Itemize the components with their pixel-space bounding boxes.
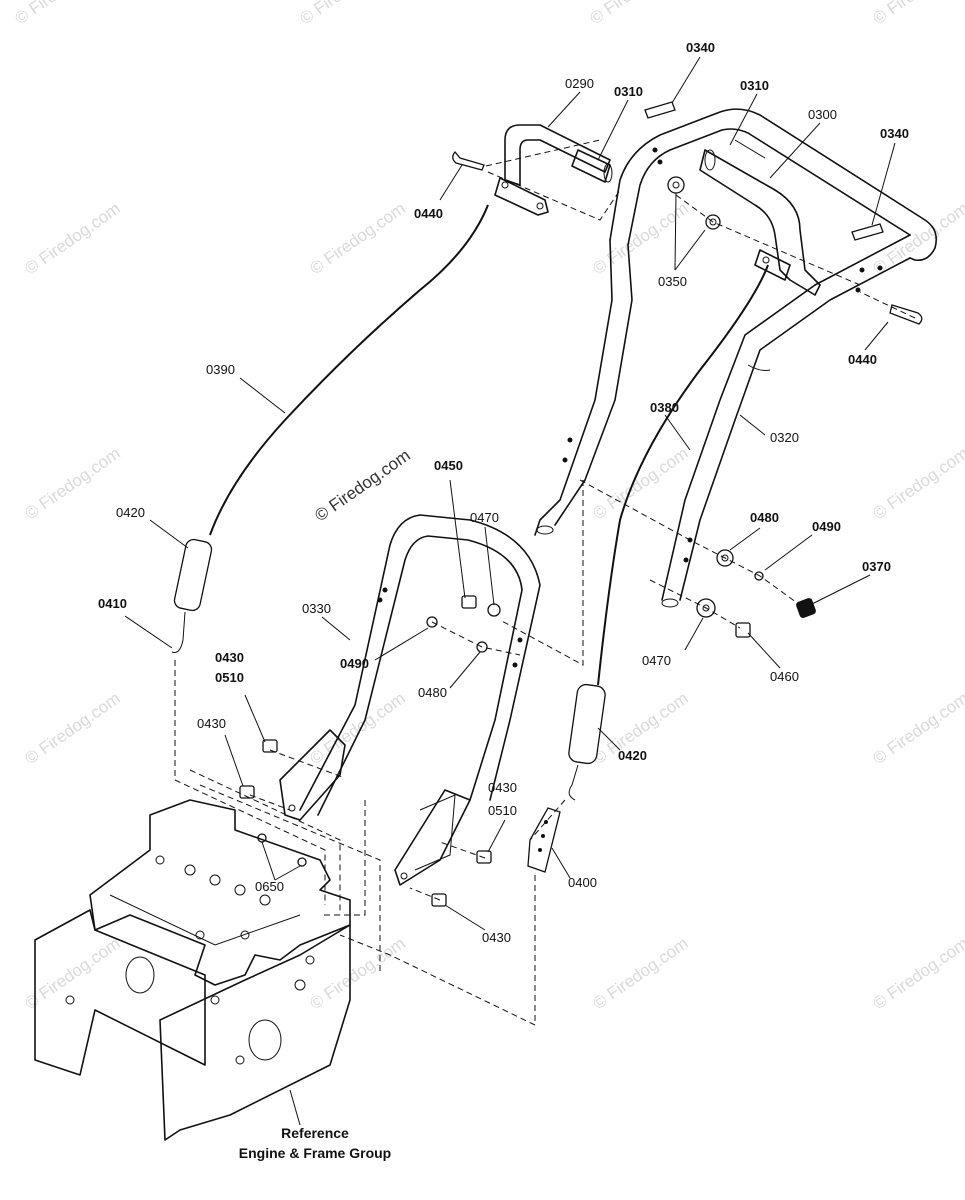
watermark-text: © Firedog.com <box>589 934 691 1014</box>
watermark-text: © Firedog.com <box>306 934 408 1014</box>
callout-0470-top: 0470 <box>470 510 499 525</box>
callout-0440-left: 0440 <box>414 206 443 221</box>
callout-0480-right: 0480 <box>750 510 779 525</box>
callout-labels: 0340 0290 0310 0310 0300 0340 0440 0350 … <box>98 40 909 945</box>
callout-0490-left: 0490 <box>340 656 369 671</box>
watermark-text: © Firedog.com <box>589 444 691 524</box>
decal-0340-left <box>644 101 676 119</box>
callout-0650: 0650 <box>255 879 284 894</box>
bracket-0400 <box>527 807 561 873</box>
hardware-group <box>239 549 816 907</box>
control-cable-0390 <box>171 204 489 653</box>
callout-0390: 0390 <box>206 362 235 377</box>
watermark-text: © Firedog.com <box>21 689 123 769</box>
callout-0400: 0400 <box>568 875 597 890</box>
callout-0340-top: 0340 <box>686 40 715 55</box>
center-watermark-text: © Firedog.com <box>311 446 413 526</box>
callout-0350: 0350 <box>658 274 687 289</box>
upper-handle-0290 <box>494 124 613 216</box>
callout-0420-lower: 0420 <box>618 748 647 763</box>
lower-handle-0330 <box>279 514 541 886</box>
callout-0510-center: 0510 <box>488 803 517 818</box>
assembly-lines <box>174 139 916 1026</box>
callout-0470-right: 0470 <box>642 653 671 668</box>
callout-0460: 0460 <box>770 669 799 684</box>
callout-0370: 0370 <box>862 559 891 574</box>
watermark-text: © Firedog.com <box>869 199 965 279</box>
callout-0430-upper-left: 0430 <box>215 650 244 665</box>
watermark-text: © Firedog.com <box>21 199 123 279</box>
reference-label-line1: Reference <box>281 1125 349 1141</box>
watermark-text: © Firedog.com <box>21 934 123 1014</box>
bail-0300 <box>699 139 821 296</box>
watermark-text: © Firedog.com <box>869 0 965 28</box>
callout-0290: 0290 <box>565 76 594 91</box>
watermark-text: © Firedog.com <box>21 444 123 524</box>
callout-0430-center: 0430 <box>488 780 517 795</box>
callout-0330: 0330 <box>302 601 331 616</box>
pin-0440-right <box>889 304 923 325</box>
watermark-text: © Firedog.com <box>869 444 965 524</box>
callout-0320: 0320 <box>770 430 799 445</box>
watermark-text: © Firedog.com <box>306 689 408 769</box>
callout-0420-upper: 0420 <box>116 505 145 520</box>
leader-lines <box>124 56 896 1126</box>
reference-label-line2: Engine & Frame Group <box>239 1145 391 1161</box>
callout-0430-lower: 0430 <box>482 930 511 945</box>
watermark-text: © Firedog.com <box>869 934 965 1014</box>
watermark-text: © Firedog.com <box>589 199 691 279</box>
watermark-text: © Firedog.com <box>586 0 688 28</box>
callout-0380: 0380 <box>650 400 679 415</box>
pin-0440-left <box>452 150 485 171</box>
callout-0450: 0450 <box>434 458 463 473</box>
callout-0340-right: 0340 <box>880 126 909 141</box>
callout-0310-left: 0310 <box>614 84 643 99</box>
watermark-text: © Firedog.com <box>11 0 113 28</box>
callout-0300: 0300 <box>808 107 837 122</box>
watermark-text: © Firedog.com <box>869 689 965 769</box>
upper-handle-0320 <box>534 108 938 608</box>
watermark-text: © Firedog.com <box>296 0 398 28</box>
engine-frame-group <box>34 799 351 1141</box>
callout-0310-right: 0310 <box>740 78 769 93</box>
callout-0440-right: 0440 <box>848 352 877 367</box>
callout-0430-left: 0430 <box>197 716 226 731</box>
decal-0340-right <box>851 223 884 241</box>
control-cable-0380 <box>568 264 769 801</box>
callout-0480-left: 0480 <box>418 685 447 700</box>
callout-0510-upper-left: 0510 <box>215 670 244 685</box>
watermark-text: © Firedog.com <box>306 199 408 279</box>
callout-0490-right: 0490 <box>812 519 841 534</box>
callout-0410: 0410 <box>98 596 127 611</box>
